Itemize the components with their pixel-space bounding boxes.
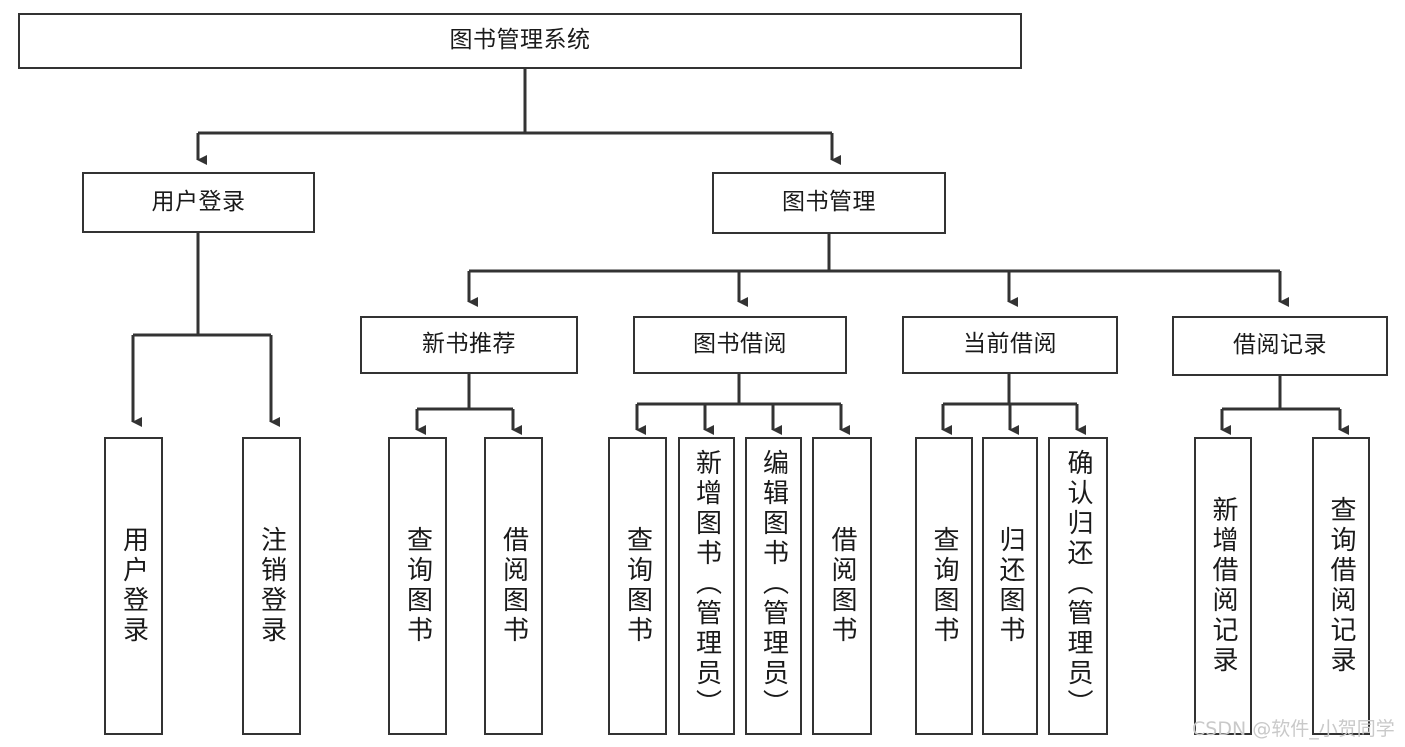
node-leaf-query-book-3[interactable]: 查询图书 — [915, 437, 973, 735]
node-current-borrow-label: 当前借阅 — [963, 331, 1057, 358]
node-leaf-add-book[interactable]: 新增图书（管理员） — [678, 437, 735, 735]
node-leaf-confirm-return[interactable]: 确认归还（管理员） — [1048, 437, 1108, 735]
node-new-book-rec[interactable]: 新书推荐 — [360, 316, 578, 374]
node-user-login-label: 用户登录 — [151, 188, 246, 215]
node-leaf-add-record-label: 新增借阅记录 — [1208, 496, 1238, 676]
node-leaf-query-book-2-label: 查询图书 — [622, 526, 653, 646]
node-root[interactable]: 图书管理系统 — [18, 13, 1022, 69]
node-leaf-query-book-2[interactable]: 查询图书 — [608, 437, 667, 735]
node-leaf-user-logout-label: 注销登录 — [256, 526, 287, 646]
node-leaf-query-book-1-label: 查询图书 — [402, 526, 433, 646]
node-leaf-return-book-label: 归还图书 — [995, 526, 1025, 646]
node-book-borrow[interactable]: 图书借阅 — [633, 316, 847, 374]
node-leaf-add-record[interactable]: 新增借阅记录 — [1194, 437, 1252, 735]
node-leaf-user-login-label: 用户登录 — [118, 526, 149, 646]
node-leaf-return-book[interactable]: 归还图书 — [982, 437, 1038, 735]
node-leaf-user-login[interactable]: 用户登录 — [104, 437, 163, 735]
node-leaf-query-record[interactable]: 查询借阅记录 — [1312, 437, 1370, 735]
node-new-book-rec-label: 新书推荐 — [422, 331, 516, 358]
node-leaf-add-book-label: 新增图书（管理员） — [691, 449, 722, 719]
node-book-borrow-label: 图书借阅 — [693, 331, 787, 358]
node-leaf-edit-book[interactable]: 编辑图书（管理员） — [745, 437, 802, 735]
node-book-manage-label: 图书管理 — [782, 189, 876, 216]
node-leaf-user-logout[interactable]: 注销登录 — [242, 437, 301, 735]
node-leaf-query-book-3-label: 查询图书 — [929, 526, 959, 646]
node-user-login[interactable]: 用户登录 — [82, 172, 315, 233]
node-root-label: 图书管理系统 — [449, 27, 591, 54]
node-leaf-query-record-label: 查询借阅记录 — [1326, 496, 1356, 676]
node-leaf-borrow-book-2-label: 借阅图书 — [827, 526, 857, 646]
node-leaf-confirm-return-label: 确认归还（管理员） — [1063, 449, 1093, 719]
node-leaf-borrow-book-1-label: 借阅图书 — [498, 526, 529, 646]
node-borrow-record-label: 借阅记录 — [1233, 332, 1327, 359]
node-borrow-record[interactable]: 借阅记录 — [1172, 316, 1388, 376]
node-leaf-edit-book-label: 编辑图书（管理员） — [758, 449, 789, 719]
node-leaf-query-book-1[interactable]: 查询图书 — [388, 437, 447, 735]
node-leaf-borrow-book-2[interactable]: 借阅图书 — [812, 437, 872, 735]
node-leaf-borrow-book-1[interactable]: 借阅图书 — [484, 437, 543, 735]
node-book-manage[interactable]: 图书管理 — [712, 172, 946, 234]
node-current-borrow[interactable]: 当前借阅 — [902, 316, 1118, 374]
